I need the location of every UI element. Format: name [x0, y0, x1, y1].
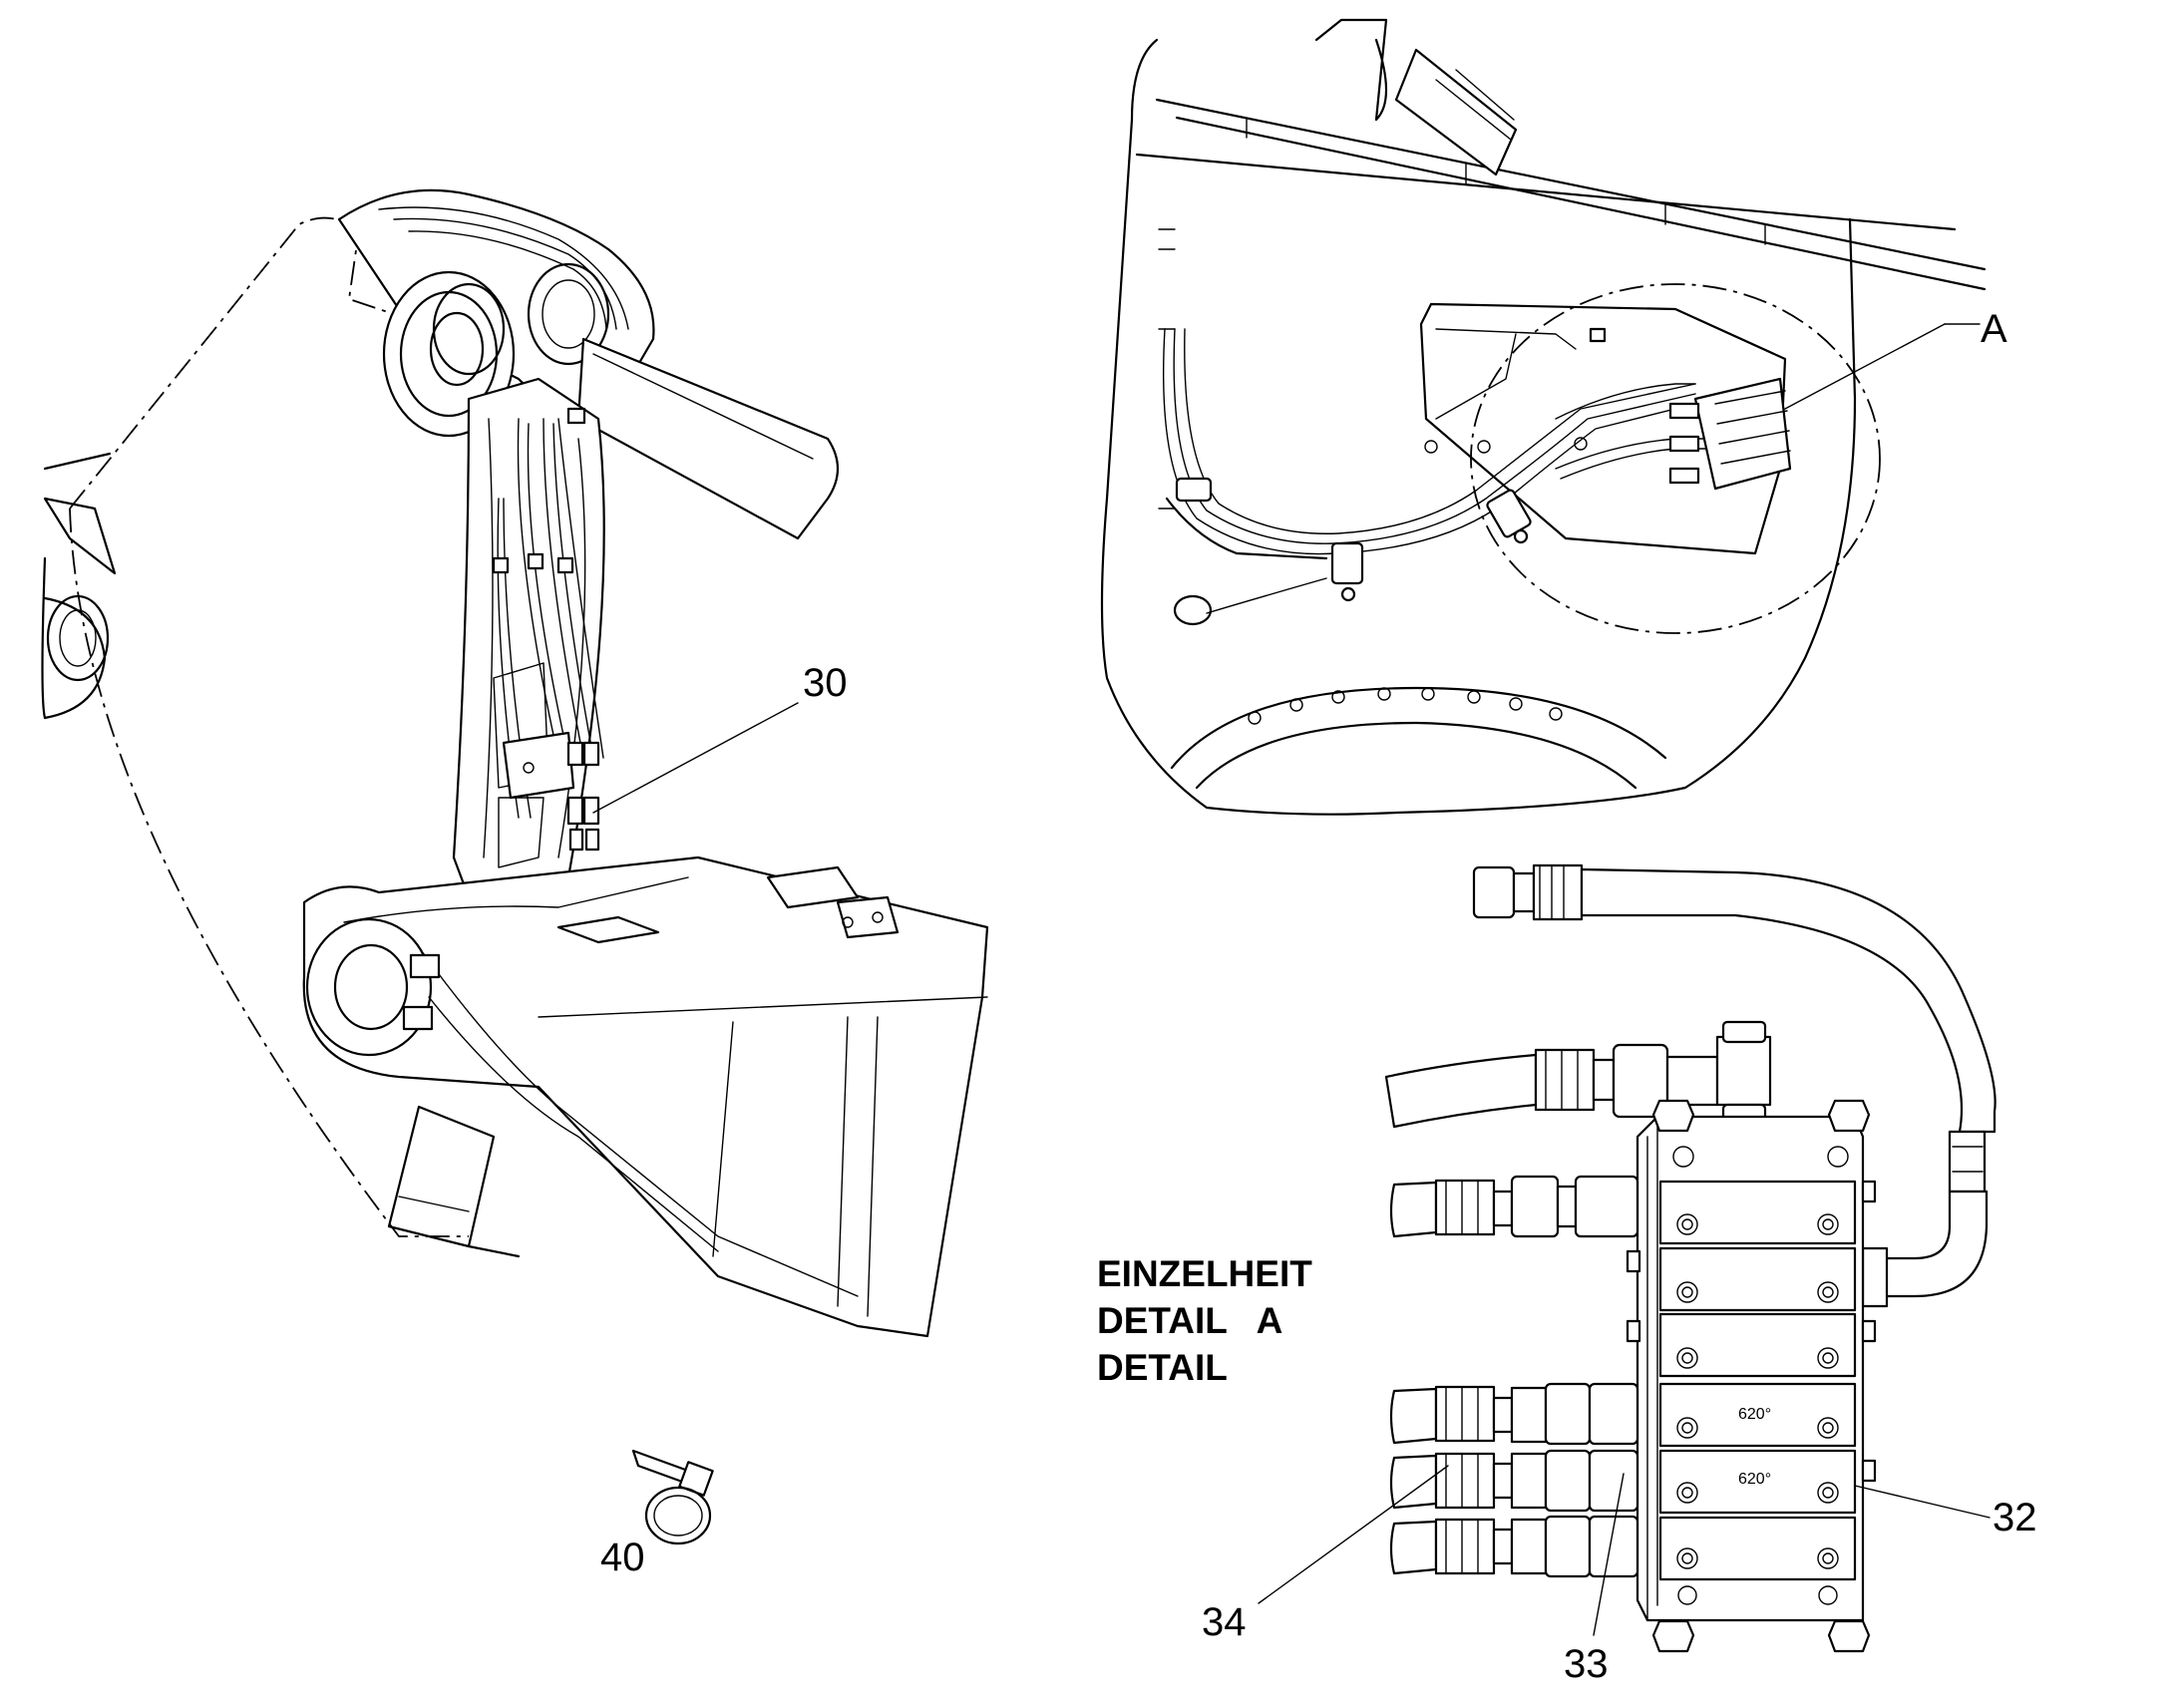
hose-fitting-row-2 [1389, 1382, 1639, 1446]
valve-section-6 [1658, 1516, 1857, 1581]
distributor-block-detail: 620° 620° [1384, 863, 1997, 1653]
detail-caption-line-3: DETAIL [1097, 1347, 1228, 1388]
callout-34-label: 34 [1202, 1600, 1247, 1644]
callout-33: 33 [1564, 1473, 1625, 1686]
hose-fitting-row-4 [1389, 1515, 1639, 1578]
valve-section-4: 620° [1658, 1382, 1857, 1448]
detail-caption-line-1: EINZELHEIT [1097, 1253, 1312, 1294]
callout-A: A [1784, 307, 2007, 410]
housing-view [1100, 18, 1987, 816]
callout-32: 32 [1854, 1485, 2037, 1539]
callout-33-label: 33 [1564, 1642, 1609, 1686]
callout-32-label: 32 [1993, 1496, 2037, 1539]
valve-section-5: 620° [1658, 1449, 1857, 1515]
valve-section-2 [1658, 1246, 1857, 1312]
cable-tie-part-40 [631, 1449, 714, 1545]
valve-section-5-label: 620° [1738, 1471, 1771, 1488]
detail-caption-line-2: DETAIL A [1097, 1300, 1282, 1341]
valve-section-3 [1658, 1312, 1857, 1378]
valve-section-1 [1658, 1180, 1857, 1245]
callout-34: 34 [1202, 1465, 1449, 1644]
boom-arm-assembly [41, 188, 989, 1338]
callout-40-label: 40 [600, 1536, 645, 1579]
valve-section-4-label: 620° [1738, 1406, 1771, 1423]
callout-30: 30 [592, 661, 848, 814]
callout-A-label: A [1981, 307, 2007, 351]
hose-fitting-row-3 [1389, 1449, 1639, 1513]
hose-fitting-row-1 [1389, 1175, 1639, 1238]
callout-30-label: 30 [803, 661, 848, 705]
detail-caption: EINZELHEIT DETAIL A DETAIL [1097, 1253, 1312, 1388]
